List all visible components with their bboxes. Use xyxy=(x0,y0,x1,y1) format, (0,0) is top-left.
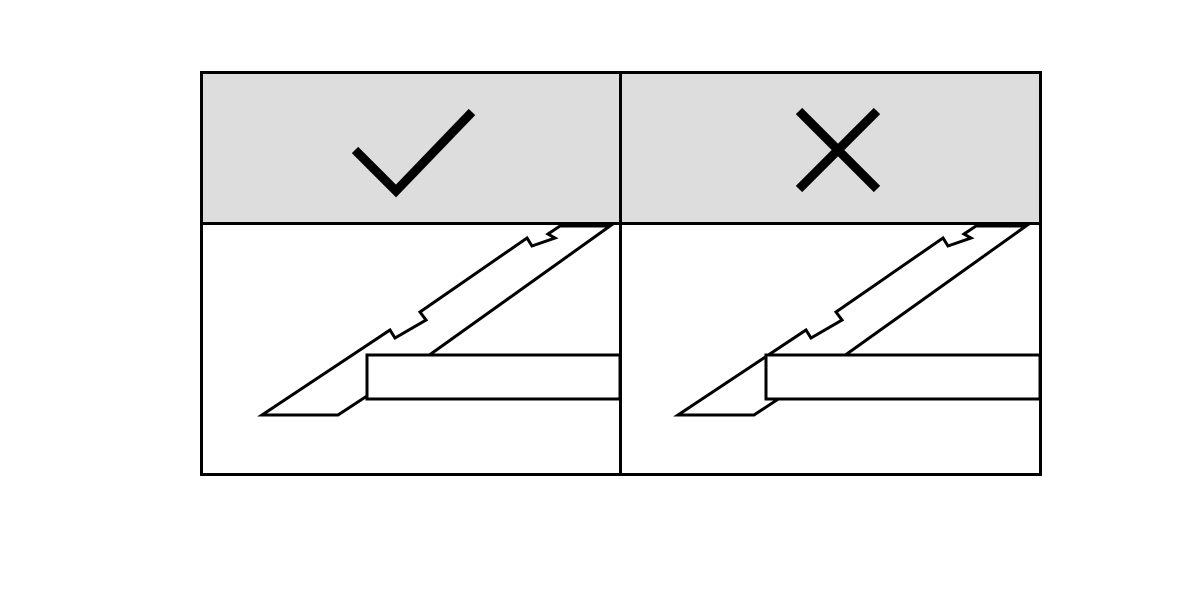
horizontal-board xyxy=(764,353,1042,401)
illustration-incorrect xyxy=(673,224,1042,417)
horizontal-board xyxy=(365,353,622,401)
illustration-correct xyxy=(257,224,622,417)
cross-icon xyxy=(795,107,881,193)
header-cell-correct xyxy=(201,72,621,224)
check-icon xyxy=(351,108,476,198)
